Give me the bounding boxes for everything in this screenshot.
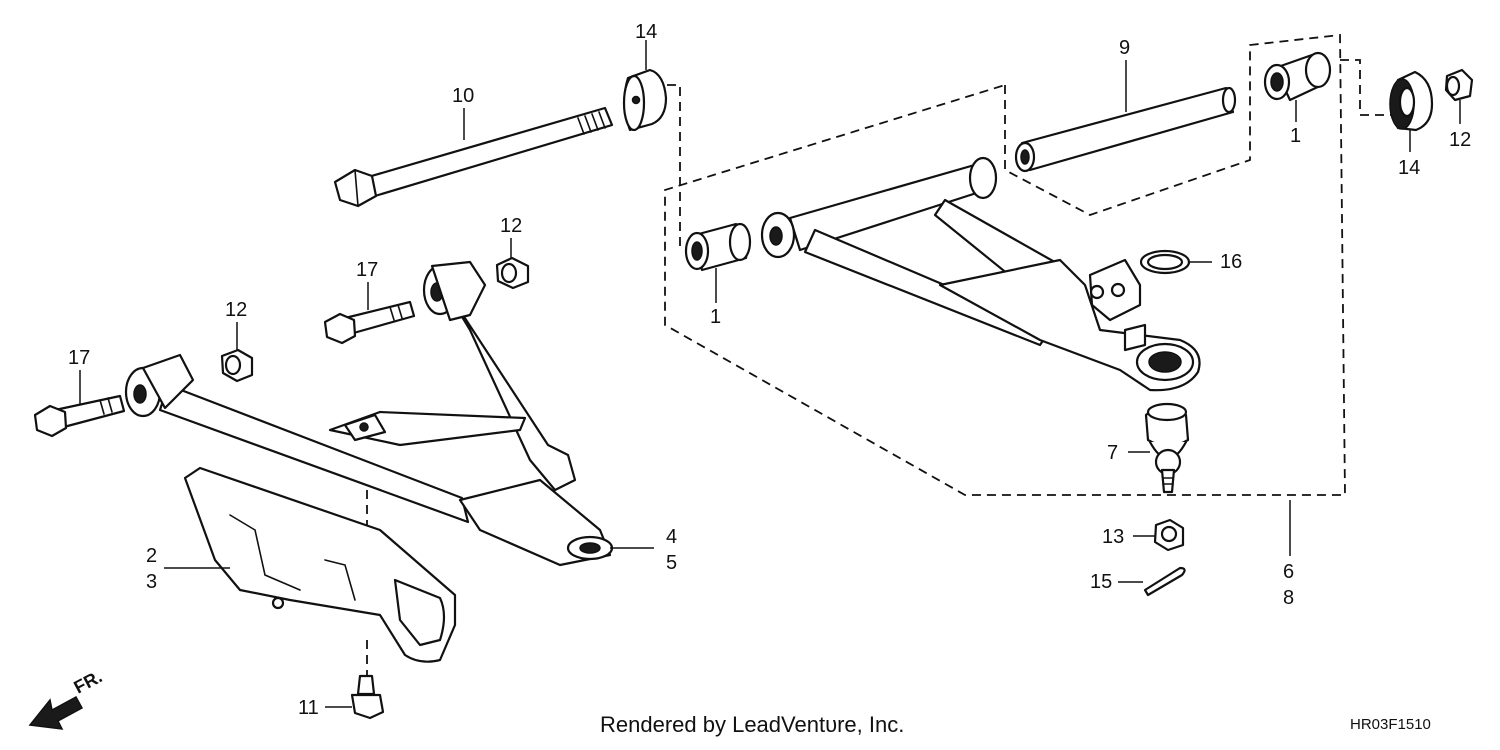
callout-9: 9: [1119, 37, 1130, 59]
callout-1-left: 1: [710, 306, 721, 328]
cotter-pin-part-15: [1143, 566, 1186, 597]
assembly-outline-upper-arm: [664, 33, 1395, 496]
lower-arm-part-4-5: [124, 260, 614, 567]
bolt-thread: [577, 111, 606, 135]
callout-12-mid: 12: [500, 215, 522, 237]
callout-7: 7: [1107, 442, 1118, 464]
front-direction-arrow-icon: FR.: [28, 666, 105, 730]
flange-nut-part-12-right: [1444, 68, 1474, 102]
bushing-part-1-top: [1263, 51, 1332, 102]
callout-13: 13: [1102, 526, 1124, 548]
flange-nut-part-12-mid: [495, 256, 530, 290]
long-bolt-part-10: [333, 106, 614, 208]
callout-5: 5: [666, 552, 677, 574]
callout-numbers: 14 10 9 1 14 12 12 17 12 17 1 16 7 2 3 4…: [68, 21, 1471, 719]
screw-part-11: [350, 674, 385, 720]
callout-17-mid: 17: [356, 259, 378, 281]
upper-arm-assembly-part-6-8: [760, 156, 1201, 392]
flange-bolt-part-17-mid: [323, 300, 416, 345]
callout-2: 2: [146, 545, 157, 567]
callout-16: 16: [1220, 251, 1242, 273]
leader-lines: [79, 40, 1461, 708]
shaft-part-9: [1014, 86, 1237, 173]
snap-ring-part-16: [1139, 249, 1191, 275]
front-direction-label: FR.: [70, 666, 105, 697]
callout-4: 4: [666, 526, 677, 548]
flange-bolt-part-17-left: [33, 394, 126, 438]
diagram-code: HR03F1510: [1350, 716, 1431, 733]
washer-part-14-right: [1389, 70, 1434, 132]
castle-nut-part-13: [1153, 518, 1185, 552]
callout-3: 3: [146, 571, 157, 593]
skid-plate-part-2-3: [183, 466, 457, 663]
callout-14-right: 14: [1398, 157, 1420, 179]
credit-text: Rendered by LeadVentυre, Inc.: [600, 712, 905, 737]
flange-nut-part-12-left: [220, 348, 254, 383]
callout-10: 10: [452, 85, 474, 107]
callout-11: 11: [298, 697, 319, 719]
callout-1-top: 1: [1290, 125, 1301, 147]
callout-12-right: 12: [1449, 129, 1471, 151]
callout-12-left: 12: [225, 299, 247, 321]
ball-joint-part-7: [1144, 402, 1190, 494]
bushing-part-1-left: [684, 222, 752, 272]
callout-6: 6: [1283, 561, 1294, 583]
callout-17-left: 17: [68, 347, 90, 369]
washer-part-14-top: [622, 68, 668, 132]
callout-15: 15: [1090, 571, 1112, 593]
callout-8: 8: [1283, 587, 1294, 609]
callout-14-top: 14: [635, 21, 657, 43]
